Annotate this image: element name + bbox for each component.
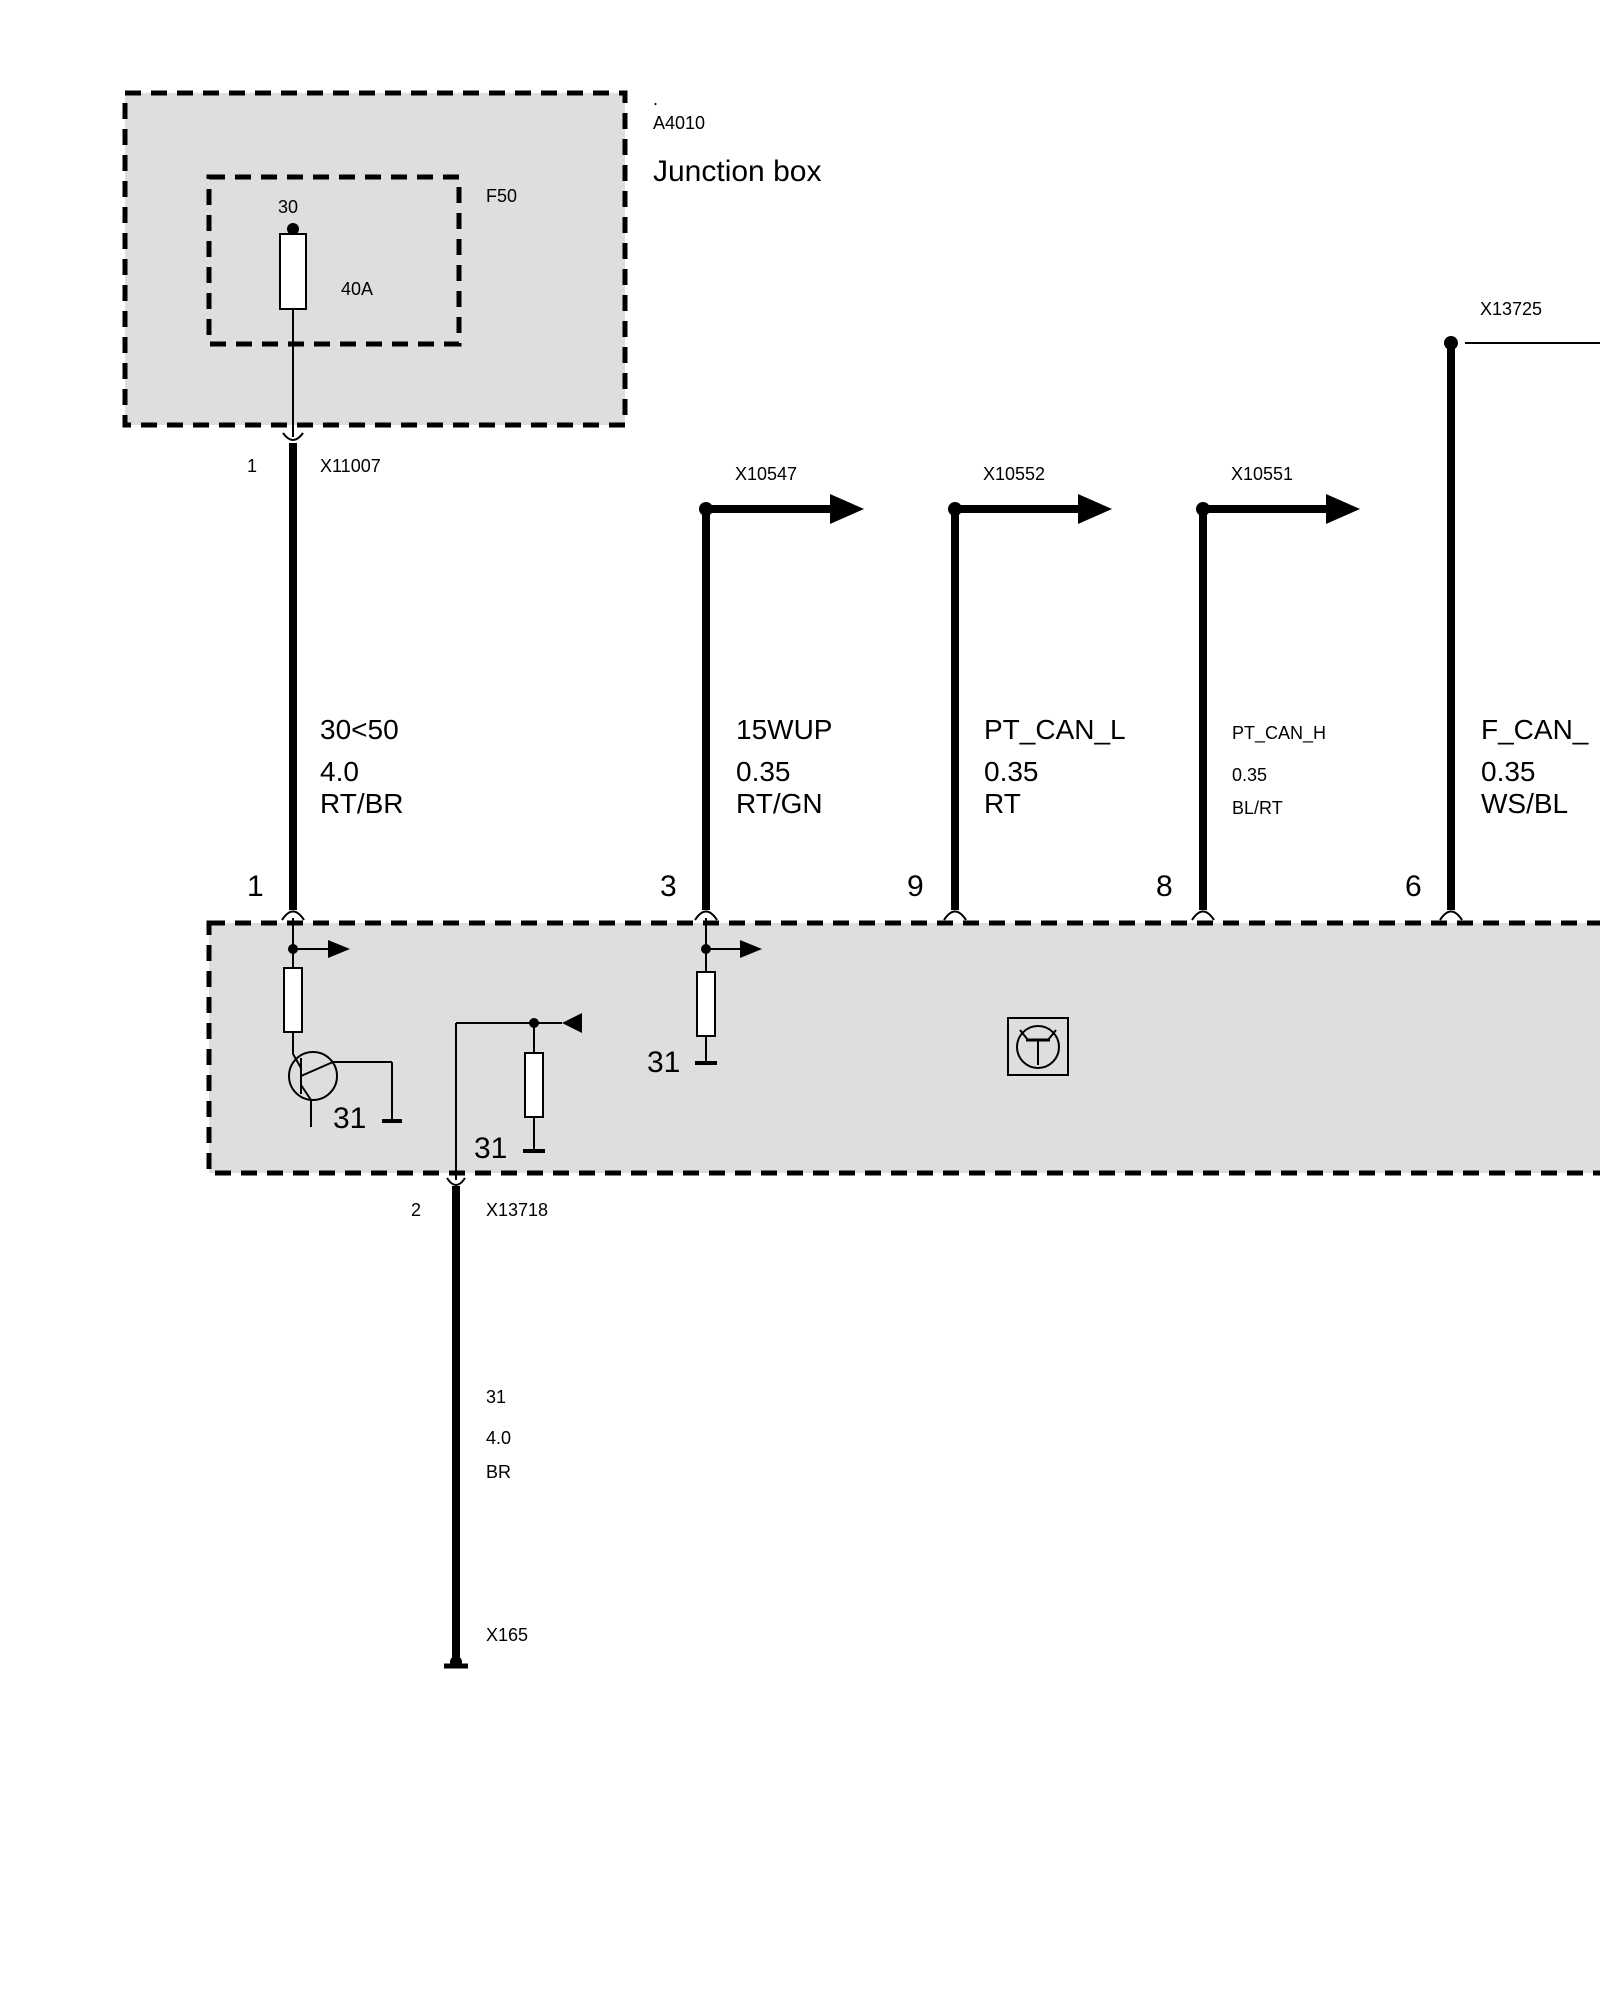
ground-circuit: 31 — [455, 1013, 582, 1180]
wire-15wup-color: RT/GN — [736, 788, 823, 819]
x10547-arrow — [830, 494, 864, 524]
transistor-icon — [1007, 1017, 1069, 1076]
control-module-outline — [206, 920, 1600, 1176]
x10552-label: X10552 — [983, 464, 1045, 484]
wire-pt-can-h-gauge: 0.35 — [1232, 765, 1267, 785]
wire-30-50-signal: 30<50 — [320, 714, 399, 745]
wire-pt-can-l-pin: 9 — [907, 870, 924, 903]
ground-wire-signal: 31 — [486, 1387, 506, 1407]
wire-pt-can-l: PT_CAN_L 0.35 RT 9 — [907, 494, 1126, 910]
fuse-terminal: 30 — [278, 197, 298, 217]
wire-pt-can-l-signal: PT_CAN_L — [984, 714, 1126, 745]
ground-wire-color: BR — [486, 1462, 511, 1482]
x11007-socket — [282, 432, 304, 441]
ground-label-a: 31 — [333, 1102, 366, 1135]
ground-wire-gauge: 4.0 — [486, 1428, 511, 1448]
control-module: 31 31 31 — [206, 910, 1600, 1180]
wire-30-50: 30<50 4.0 RT/BR 1 — [247, 443, 404, 910]
x13718-label: X13718 — [486, 1200, 548, 1220]
fuse-symbol — [279, 233, 307, 310]
wire-pt-can-h-color: BL/RT — [1232, 798, 1283, 818]
x10551-label: X10551 — [1231, 464, 1293, 484]
ground-label-b: 31 — [474, 1132, 507, 1165]
x10547-label: X10547 — [735, 464, 797, 484]
wire-pt-can-h: PT_CAN_H 0.35 BL/RT 8 — [1156, 494, 1360, 910]
wire-pt-can-h-signal: PT_CAN_H — [1232, 723, 1326, 744]
x10552-arrow — [1078, 494, 1112, 524]
wire-pt-can-l-color: RT — [984, 788, 1021, 819]
resistor-1 — [283, 967, 303, 1033]
wire-15wup-pin: 3 — [660, 870, 677, 903]
wire-30-50-pin: 1 — [247, 870, 264, 903]
resistor-2 — [524, 1052, 544, 1118]
wire-30-50-color: RT/BR — [320, 788, 404, 819]
fuse-rating: 40A — [341, 279, 373, 299]
wire-f-can-gauge: 0.35 — [1481, 756, 1536, 787]
x11007-label: X11007 — [320, 456, 381, 476]
transistor-symbol — [288, 1051, 338, 1101]
x13718-pin: 2 — [411, 1200, 421, 1220]
wire-f-can-signal: F_CAN_ — [1481, 714, 1589, 745]
x10551-arrow — [1326, 494, 1360, 524]
junction-box: . A4010 Junction box F50 30 40A — [122, 89, 821, 437]
resistor-3 — [696, 971, 716, 1037]
ground-wire: 2 X13718 31 4.0 BR X165 — [411, 1177, 548, 1669]
x11007-pin: 1 — [247, 456, 257, 476]
junction-box-dot: . — [653, 89, 658, 109]
ground-label-c: 31 — [647, 1046, 680, 1079]
input-circuit-1: 31 — [283, 918, 402, 1135]
wire-f-can-pin: 6 — [1405, 870, 1422, 903]
fuse-id: F50 — [486, 186, 517, 206]
wire-15wup-signal: 15WUP — [736, 714, 832, 745]
wire-f-can: F_CAN_ 0.35 WS/BL 6 — [1405, 336, 1600, 910]
wire-15wup: 15WUP 0.35 RT/GN 3 — [660, 494, 864, 910]
wire-15wup-gauge: 0.35 — [736, 756, 791, 787]
wire-30-50-gauge: 4.0 — [320, 756, 359, 787]
x165-label: X165 — [486, 1625, 528, 1645]
wire-pt-can-l-gauge: 0.35 — [984, 756, 1039, 787]
junction-box-id: A4010 — [653, 113, 705, 133]
junction-box-outline — [122, 90, 628, 428]
wire-f-can-color: WS/BL — [1481, 788, 1568, 819]
input-circuit-3: 31 — [647, 918, 762, 1079]
wire-pt-can-h-pin: 8 — [1156, 870, 1173, 903]
junction-box-title: Junction box — [653, 155, 821, 188]
x13725-label: X13725 — [1480, 299, 1542, 319]
